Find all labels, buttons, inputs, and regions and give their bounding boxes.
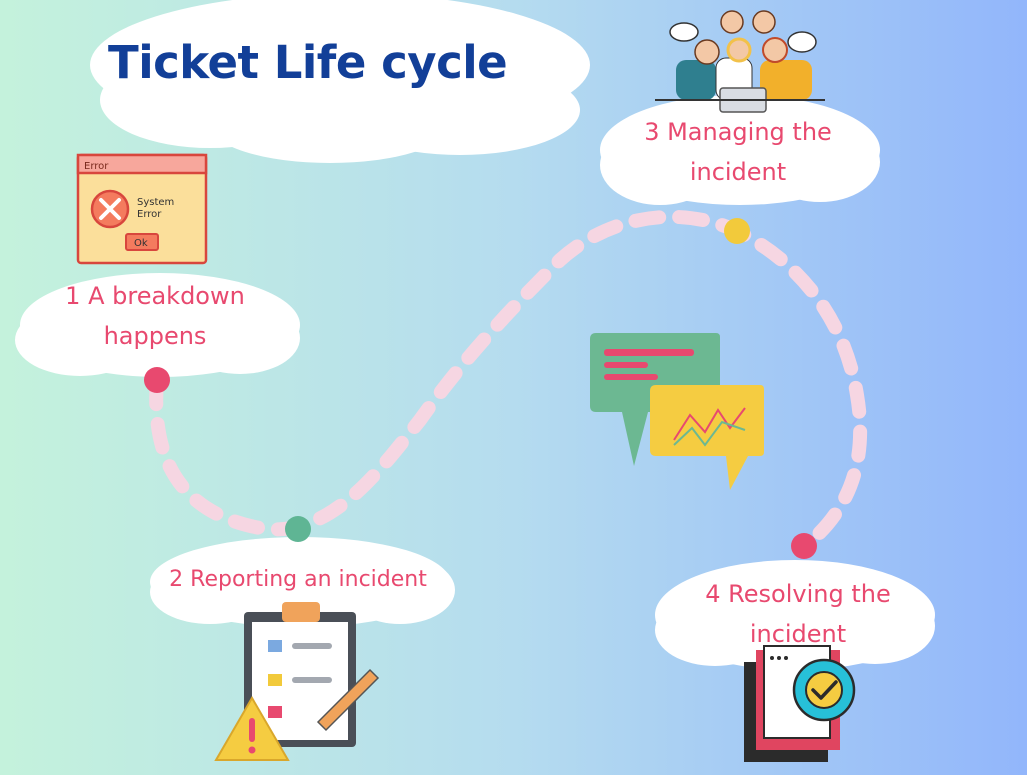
step1-label-line2: happens bbox=[103, 322, 207, 350]
step4-dot bbox=[791, 533, 817, 559]
step3-dot bbox=[724, 218, 750, 244]
step1-cloud bbox=[15, 273, 300, 377]
step4-label-line2: incident bbox=[749, 620, 847, 648]
chat-bubbles-icon bbox=[590, 333, 764, 490]
error-dialog-ok: Ok bbox=[134, 238, 148, 249]
step1-dot bbox=[144, 367, 170, 393]
step2-label: 2 Reporting an incident bbox=[160, 560, 436, 600]
lifecycle-path bbox=[149, 209, 868, 553]
clipboard-icon bbox=[214, 602, 380, 761]
step2-label-line1: 2 Reporting an incident bbox=[169, 567, 427, 592]
step2-cloud bbox=[150, 537, 455, 627]
step4-cloud bbox=[655, 560, 935, 670]
step4-label-line1: 4 Resolving the bbox=[705, 580, 891, 608]
step2-dot bbox=[285, 516, 311, 542]
error-dialog-message-2: Error bbox=[137, 209, 162, 220]
step3-label-line1: 3 Managing the bbox=[644, 118, 832, 146]
title-cloud bbox=[90, 0, 590, 163]
step3-label: 3 Managing the incident bbox=[638, 112, 838, 192]
step4-label: 4 Resolving the incident bbox=[698, 574, 898, 654]
step1-label-line1: 1 A breakdown bbox=[65, 282, 245, 310]
page-title: Ticket Life cycle bbox=[108, 36, 508, 89]
resolved-document-icon bbox=[744, 645, 856, 762]
step1-label: 1 A breakdown happens bbox=[60, 276, 250, 356]
step3-cloud bbox=[600, 95, 880, 205]
error-dialog-message-1: System bbox=[137, 197, 174, 208]
error-dialog-title: Error bbox=[84, 161, 109, 172]
team-icon bbox=[655, 10, 825, 113]
error-dialog-icon: Error System Error Ok bbox=[76, 153, 208, 265]
step3-label-line2: incident bbox=[689, 158, 787, 186]
